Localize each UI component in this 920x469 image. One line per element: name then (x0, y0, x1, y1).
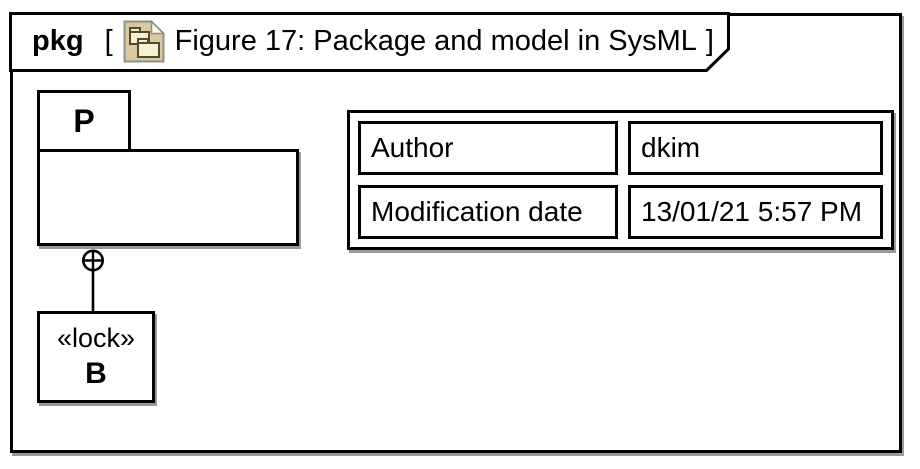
package-p-name: P (73, 102, 95, 139)
close-bracket: ] (705, 24, 714, 57)
block-name: B (85, 357, 107, 390)
author-label: Author (371, 132, 454, 163)
info-table-value-modification-date[interactable]: 13/01/21 5:57 PM (628, 185, 883, 239)
block-b-node[interactable]: «lock» B (37, 311, 155, 403)
author-value: dkim (641, 132, 701, 163)
modification-date-value: 13/01/21 5:57 PM (641, 196, 863, 227)
diagram-info-table: Author dkim Modification date 13/01/21 5… (347, 110, 894, 250)
package-p-body[interactable] (37, 149, 299, 246)
package-p-tab[interactable]: P (37, 90, 131, 152)
diagram-header-tab[interactable] (9, 12, 733, 74)
info-table-label-author[interactable]: Author (358, 121, 618, 175)
info-table-label-modification-date[interactable]: Modification date (358, 185, 618, 239)
info-table-value-author[interactable]: dkim (628, 121, 883, 175)
diagram-kind-label: pkg (32, 24, 84, 57)
open-bracket: [ (104, 24, 113, 57)
block-stereotype: «lock» (56, 323, 136, 353)
header-tab-shape[interactable] (9, 12, 730, 72)
header-content: pkg [ Figure 17: Package and model in Sy… (32, 14, 714, 68)
package-diagram-icon (123, 19, 165, 63)
modification-date-label: Modification date (371, 196, 583, 227)
diagram-title: Figure 17: Package and model in SysML (174, 24, 697, 57)
